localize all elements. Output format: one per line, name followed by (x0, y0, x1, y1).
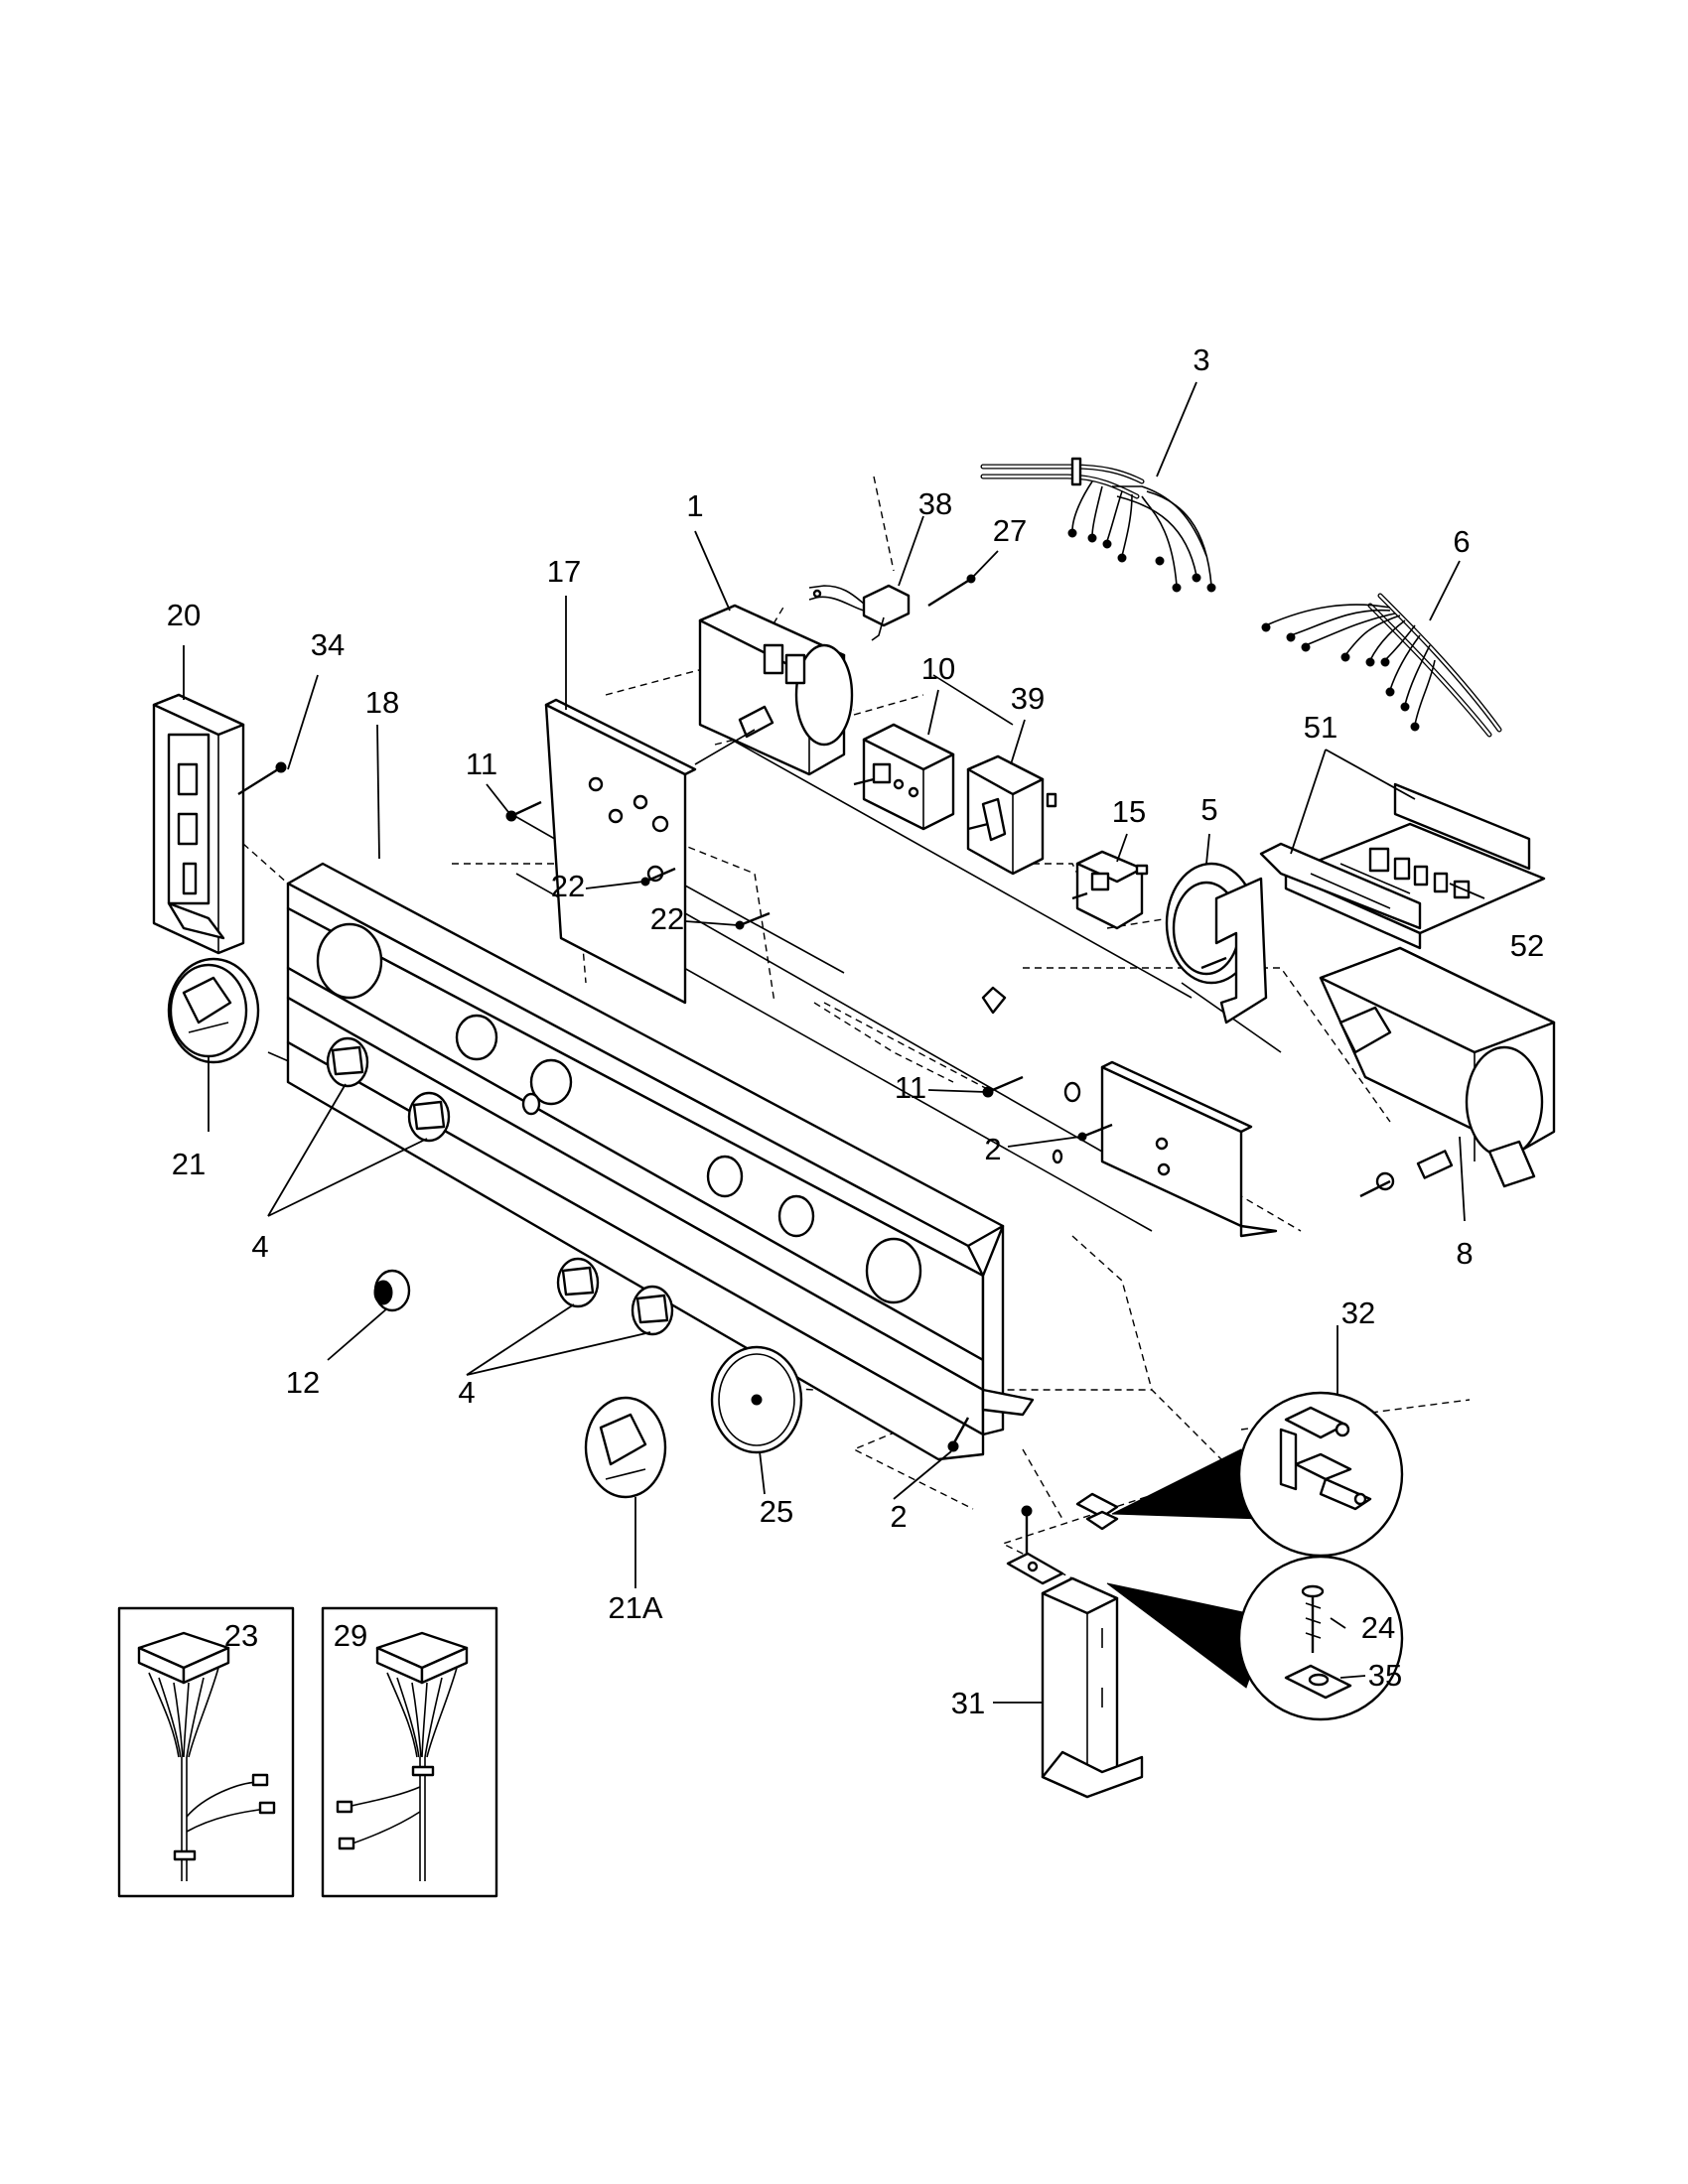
screw-11-left (505, 800, 542, 822)
callout-15: 15 (1112, 794, 1146, 829)
screw-2-right (1077, 1123, 1113, 1142)
callout-32: 32 (1341, 1296, 1375, 1330)
callout-25: 25 (760, 1494, 793, 1529)
screw-2-bottom (947, 1417, 970, 1452)
callout-34: 34 (311, 627, 345, 662)
callout-3: 3 (1193, 342, 1209, 377)
callout-31: 31 (951, 1686, 985, 1720)
clip-35-small (1006, 1552, 1064, 1585)
rear-bracket-17 (544, 698, 697, 1005)
knob-4-d (631, 1285, 674, 1336)
screw-34 (237, 761, 287, 796)
callout-5: 5 (1200, 792, 1217, 827)
switch-39 (966, 754, 1057, 876)
callout-38: 38 (918, 486, 952, 521)
screw-27 (927, 574, 976, 608)
callout-11-right: 11 (895, 1070, 926, 1105)
push-button-12 (373, 1269, 411, 1312)
knob-21 (167, 957, 260, 1064)
timer-1 (694, 604, 854, 776)
screw-24-small (1021, 1505, 1033, 1554)
switch-10 (853, 723, 955, 831)
callout-11-left: 11 (466, 747, 497, 781)
callout-10: 10 (921, 651, 955, 686)
wire-harness-3 (980, 457, 1216, 593)
callout-20: 20 (167, 598, 201, 632)
callout-2-right: 2 (984, 1132, 1001, 1166)
detail-magnifier-24-35 (1106, 1555, 1404, 1721)
right-end-bracket (981, 986, 1278, 1238)
callout-23: 23 (224, 1618, 258, 1653)
callout-1: 1 (686, 488, 703, 523)
callout-51: 51 (1304, 710, 1337, 745)
callout-39: 39 (1011, 681, 1045, 716)
dial-25 (710, 1345, 803, 1454)
screw-11-right (982, 1075, 1024, 1098)
pressure-switch-8 (1319, 946, 1556, 1198)
callout-12: 12 (286, 1365, 320, 1400)
selector-switch-15 (1071, 850, 1149, 930)
wire-harness-6 (1261, 593, 1502, 738)
knob-4-b (407, 1091, 451, 1143)
callout-29: 29 (334, 1618, 367, 1653)
callout-22-upper: 22 (551, 869, 585, 903)
control-board-51-52 (1259, 782, 1546, 950)
callout-35: 35 (1368, 1658, 1402, 1693)
timer-motor-5 (1165, 862, 1268, 1024)
leader-lines (183, 381, 1485, 1704)
callout-24: 24 (1361, 1610, 1395, 1645)
callout-21: 21 (172, 1147, 206, 1181)
callout-22-lower: 22 (650, 901, 684, 936)
callout-6: 6 (1453, 524, 1470, 559)
detail-magnifier-32 (1111, 1391, 1404, 1558)
callout-8: 8 (1456, 1236, 1473, 1271)
callout-17: 17 (547, 554, 581, 589)
knob-21A (584, 1396, 667, 1499)
relay-38 (808, 584, 911, 641)
callout-18: 18 (365, 685, 399, 720)
harness-inset-23 (117, 1606, 295, 1898)
callout-2-bottom: 2 (890, 1499, 907, 1534)
callout-21A: 21A (608, 1590, 662, 1625)
callout-labels: 1 17 18 20 34 11 22 22 11 2 38 27 3 6 10… (167, 342, 1544, 1720)
callout-4-upper: 4 (251, 1229, 268, 1264)
callout-4-lower: 4 (458, 1375, 475, 1410)
knob-4-c (556, 1257, 600, 1308)
harness-inset-29 (321, 1606, 498, 1898)
end-cap-20 (152, 693, 245, 955)
knob-4-a (326, 1036, 369, 1088)
callout-52: 52 (1510, 928, 1544, 963)
end-cap-31 (1041, 1576, 1144, 1799)
console-panel-18 (286, 862, 1035, 1461)
callout-27: 27 (993, 513, 1027, 548)
clip-32-small (1075, 1492, 1119, 1531)
